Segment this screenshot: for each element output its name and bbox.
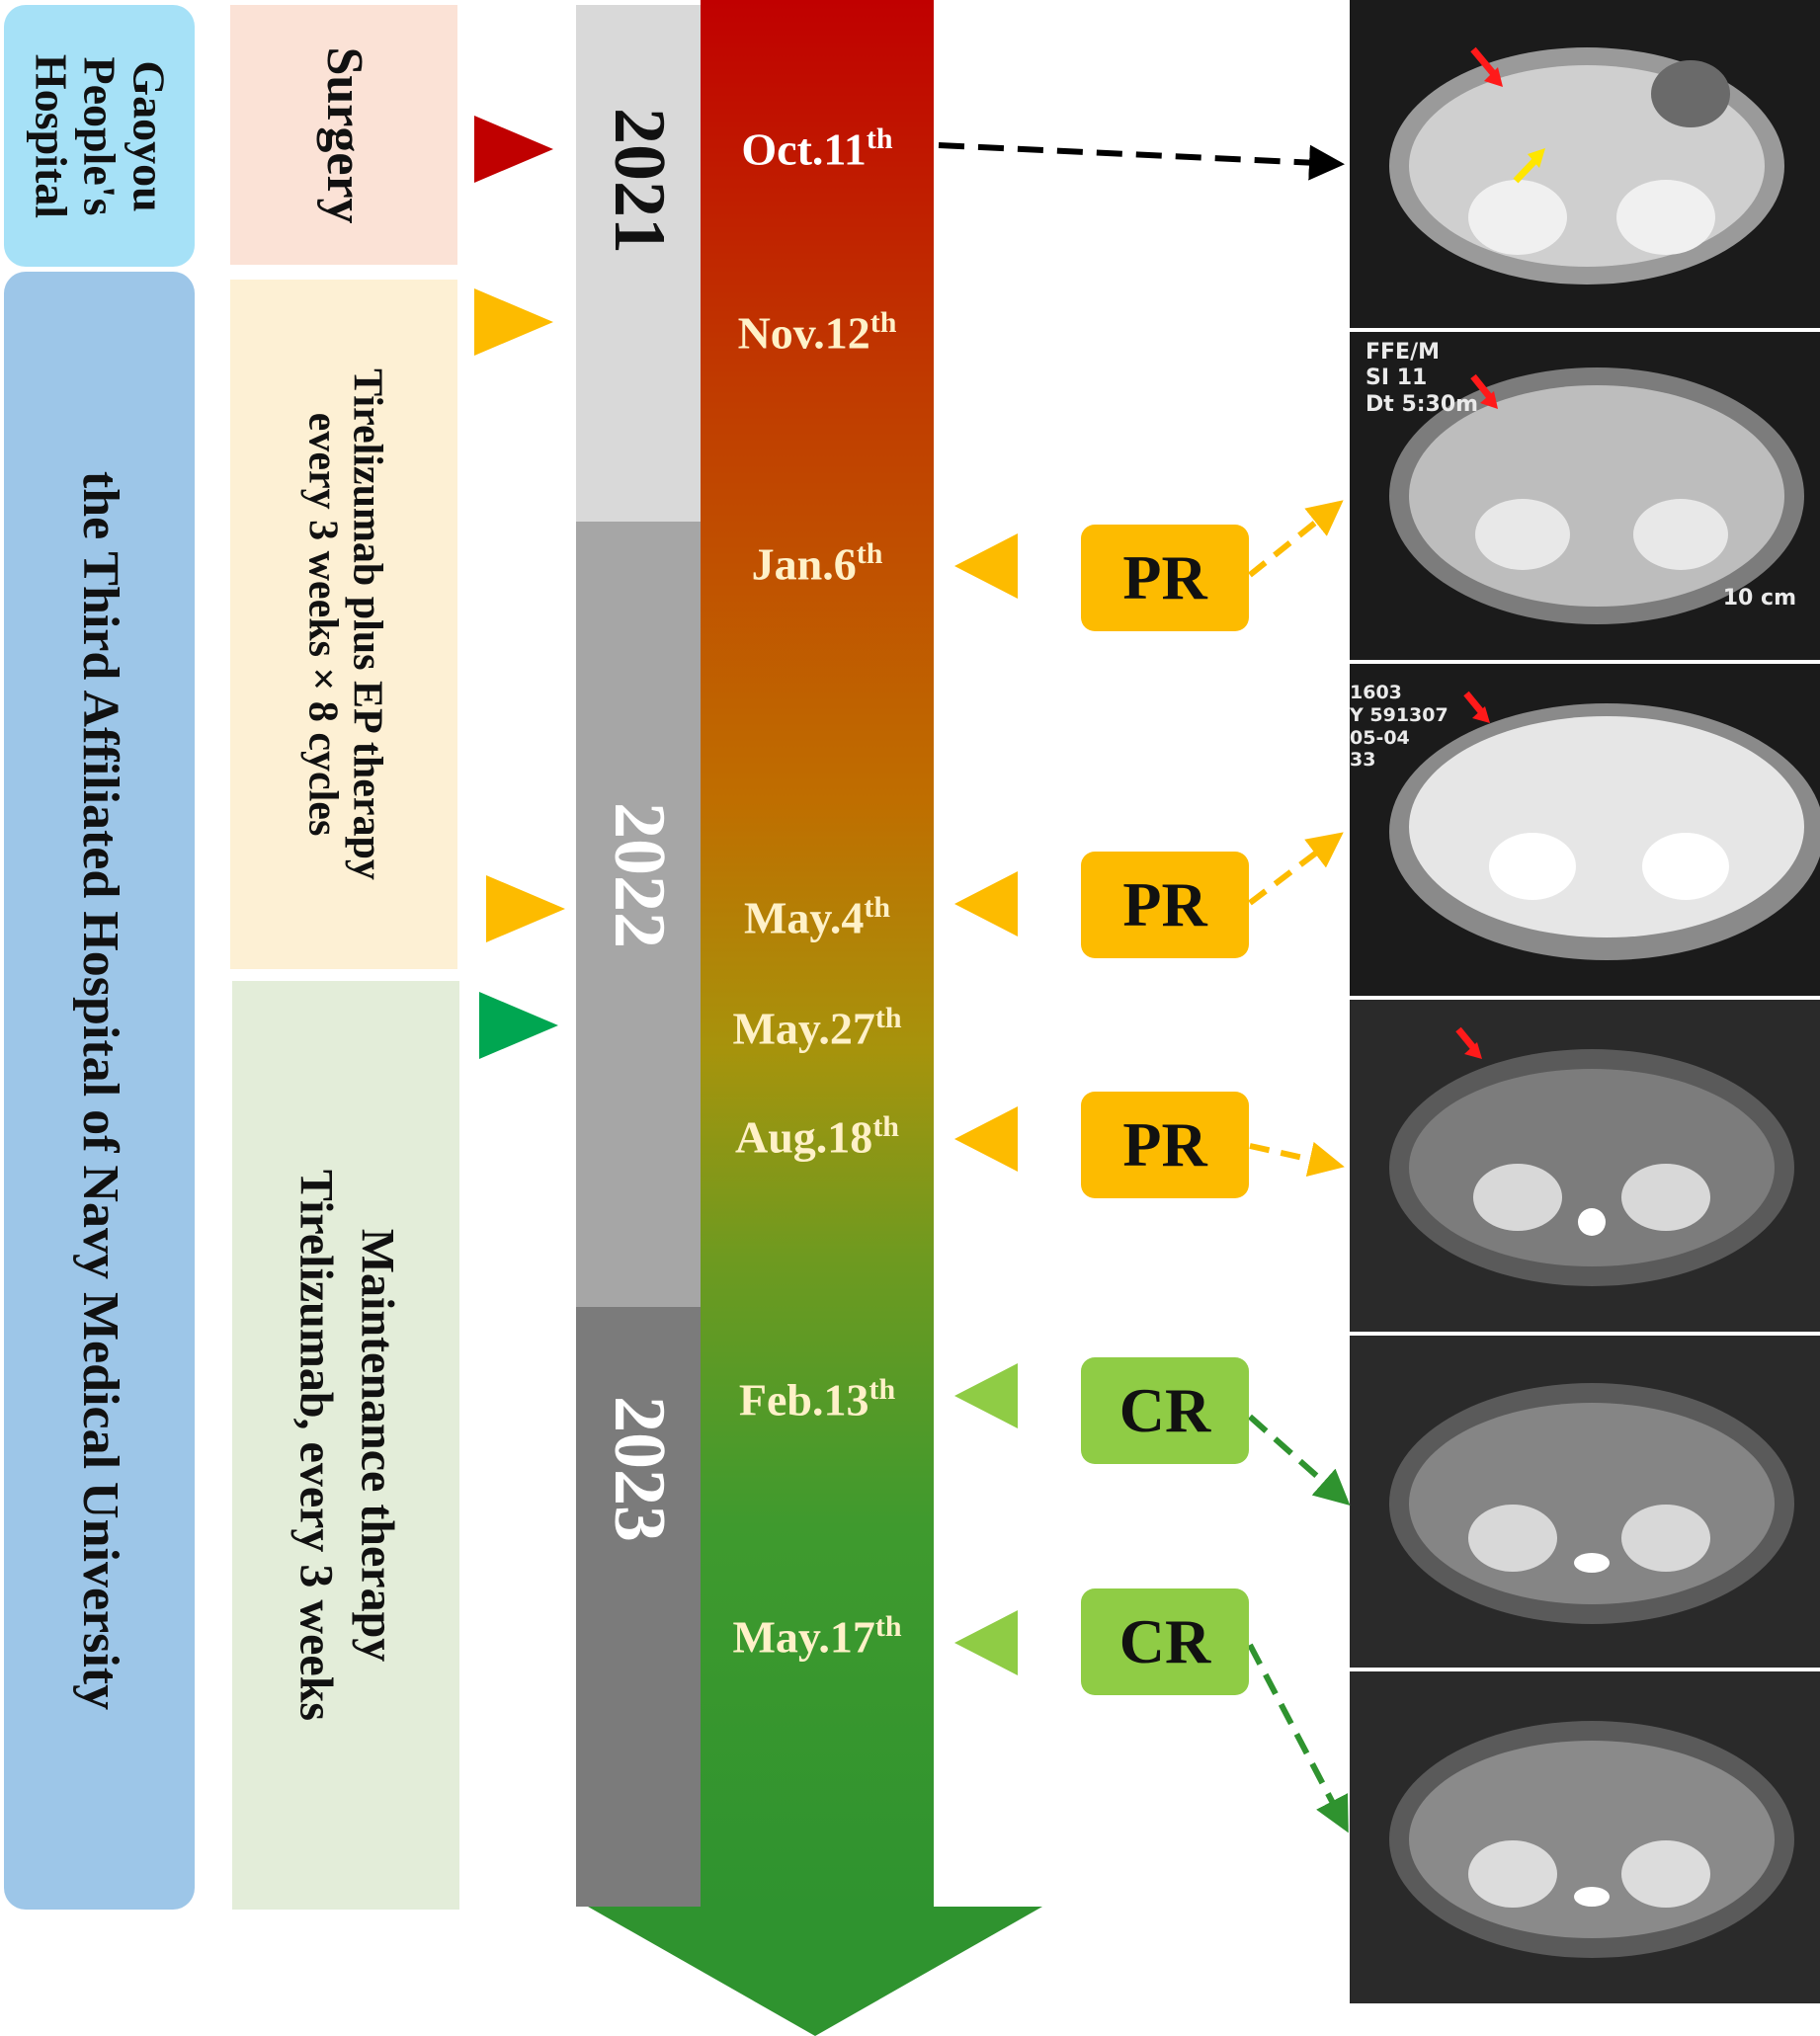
scan-may4-image xyxy=(1389,691,1820,960)
treatment-maint-label: Maintenance therapy Tirelizumab, every 3… xyxy=(285,1170,408,1721)
scan-jan6-scale: 10 cm xyxy=(1722,586,1796,611)
treatment-ep-therapy: Tirelizumab plus EP therapy every 3 week… xyxy=(230,280,457,969)
arrow-pr2-scan xyxy=(1248,832,1344,906)
timeline-arrowhead xyxy=(588,1907,1042,2036)
scan-aug18-image xyxy=(1389,1026,1794,1286)
marker-may17 xyxy=(954,1610,1018,1675)
date-may17: May.17th xyxy=(732,1610,902,1663)
hospital-navy-label: the Third Affiliated Hospital of Navy Me… xyxy=(71,470,128,1711)
year-bar-2021: 2021 xyxy=(576,5,701,522)
treatment-ep-line2: every 3 weeks × 8 cycles xyxy=(299,412,345,837)
marker-ep-end xyxy=(486,875,565,942)
scan-oct11-image xyxy=(1389,46,1784,285)
response-cr-feb13: CR xyxy=(1081,1357,1249,1464)
date-aug18: Aug.18th xyxy=(735,1110,899,1163)
arrow-oct11-scan xyxy=(938,142,1345,181)
timeline-bar xyxy=(701,0,934,1907)
treatment-ep-line1: Tirelizumab plus EP therapy xyxy=(344,368,390,880)
marker-aug18 xyxy=(954,1106,1018,1172)
date-may27: May.27th xyxy=(732,1002,902,1054)
marker-jan6 xyxy=(954,533,1018,599)
scan-jan6-labels: FFE/M SI 11 Dt 5:30m xyxy=(1365,340,1479,417)
arrow-cr1-scan xyxy=(1248,1414,1351,1506)
treatment-maint-line2: Tirelizumab, every 3 weeks xyxy=(290,1169,342,1722)
marker-ep-start xyxy=(474,288,553,356)
hospital-gaoyou-label: Gaoyou People's Hospital xyxy=(25,53,175,218)
marker-surgery xyxy=(474,116,553,183)
arrow-cr2-scan xyxy=(1247,1643,1349,1833)
arrow-pr1-scan xyxy=(1248,500,1344,578)
scan-feb13-image xyxy=(1389,1383,1794,1624)
response-pr-jan6: PR xyxy=(1081,525,1249,631)
scan-may4-labels: 1603 Y 591307 05-04 33 xyxy=(1350,682,1448,772)
date-oct11: Oct.11th xyxy=(741,122,893,175)
scan-jan6-image xyxy=(1389,367,1804,624)
arrow-pr3-scan xyxy=(1249,1141,1345,1178)
hospital-navy: the Third Affiliated Hospital of Navy Me… xyxy=(4,272,195,1910)
response-pr-may4: PR xyxy=(1081,852,1249,958)
date-nov12: Nov.12th xyxy=(737,306,897,359)
scan-feb13 xyxy=(1350,1336,1820,1668)
scan-may17 xyxy=(1350,1671,1820,2003)
marker-maintenance-start xyxy=(479,992,558,1059)
scan-may4: 1603 Y 591307 05-04 33 xyxy=(1350,664,1820,996)
year-label-2022: 2022 xyxy=(598,801,680,948)
response-cr-may17: CR xyxy=(1081,1588,1249,1695)
scan-may17-image xyxy=(1389,1721,1794,1958)
year-label-2023: 2023 xyxy=(598,1395,680,1542)
date-jan6: Jan.6th xyxy=(751,537,883,590)
scan-oct11 xyxy=(1350,0,1820,328)
scan-jan6: FFE/M SI 11 Dt 5:30m 10 cm xyxy=(1350,332,1820,660)
year-label-2021: 2021 xyxy=(598,107,680,254)
date-may4: May.4th xyxy=(743,891,891,943)
treatment-surgery-label: Surgery xyxy=(316,45,373,224)
treatment-maint-line1: Maintenance therapy xyxy=(351,1228,404,1663)
hospital-gaoyou: Gaoyou People's Hospital xyxy=(4,5,195,267)
treatment-surgery: Surgery xyxy=(230,5,457,265)
year-bar-2023: 2023 xyxy=(576,1307,701,1907)
treatment-maintenance: Maintenance therapy Tirelizumab, every 3… xyxy=(232,981,459,1910)
scan-aug18 xyxy=(1350,1000,1820,1332)
year-bar-2022: 2022 xyxy=(576,522,701,1307)
date-feb13: Feb.13th xyxy=(738,1373,896,1425)
response-pr-aug18: PR xyxy=(1081,1092,1249,1198)
treatment-ep-label: Tirelizumab plus EP therapy every 3 week… xyxy=(299,368,389,880)
marker-may4 xyxy=(954,871,1018,937)
marker-feb13 xyxy=(954,1363,1018,1428)
